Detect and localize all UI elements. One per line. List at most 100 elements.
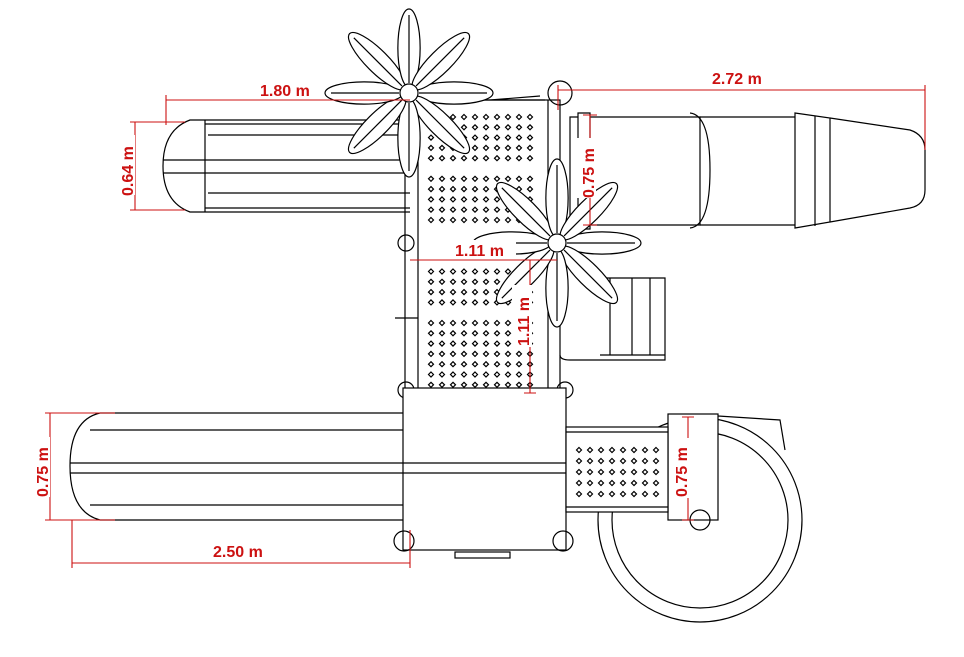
perforation-dot [449, 350, 457, 358]
perforation-dot [460, 350, 468, 358]
perforation-dot [460, 278, 468, 286]
perforation-dot [493, 216, 501, 224]
perforation-dot [504, 134, 512, 141]
perforation-dot [427, 134, 435, 141]
perforation-dot [619, 468, 627, 476]
perforation-dot [438, 175, 446, 183]
perforation-dot [575, 457, 583, 465]
perforation-dot [460, 113, 468, 121]
perforation-dot [460, 288, 468, 296]
perforation-dot [460, 371, 468, 378]
dim-bottom-slide-width: 0.75 m [35, 447, 52, 497]
perforation-dot [515, 144, 523, 152]
bridge-perforation [575, 446, 660, 498]
perforation-dot [482, 299, 490, 306]
perforation-dot [608, 490, 616, 498]
perforation-dot [449, 185, 457, 193]
perforation-dot [438, 329, 446, 337]
perforation-dot [427, 299, 435, 306]
perforation-dot [652, 457, 660, 465]
perforation-dot [641, 457, 649, 465]
perforation-dot [482, 360, 490, 368]
perforation-dot [482, 329, 490, 337]
perforation-dot [608, 446, 616, 454]
perforation-dot [460, 340, 468, 347]
dim-top-slide-length: 1.80 m [260, 83, 310, 100]
petal-vein [353, 99, 403, 149]
petal-vein [563, 187, 613, 237]
perforation-dot [630, 446, 638, 454]
perforation-dot [493, 144, 501, 152]
perforation-dot [449, 216, 457, 224]
perforation-dot [652, 468, 660, 476]
perforation-dot [493, 196, 501, 203]
perforation-dot [438, 340, 446, 347]
bottom-left-slide [69, 412, 403, 521]
perforation-dot [449, 340, 457, 347]
perforation-dot [471, 123, 479, 131]
perforation-dot [504, 144, 512, 152]
petal-vein [353, 37, 403, 87]
lower-platform [393, 387, 574, 559]
perforation-dot [493, 175, 501, 183]
tube-slide [569, 112, 926, 230]
perforation-dot [504, 154, 512, 162]
perforation-dot [526, 185, 534, 193]
perforation-dot [427, 196, 435, 203]
perforation-dot [597, 457, 605, 465]
dim-top-slide-width: 0.64 m [120, 146, 137, 196]
perforation-dot [482, 371, 490, 378]
perforation-dot [460, 196, 468, 203]
perforation-dot [427, 278, 435, 286]
perforation-dot [427, 360, 435, 368]
perforation-dot [460, 268, 468, 275]
dimension-labels: 1.80 m 0.64 m 2.72 m 0.75 m 1.11 m 1.11 … [30, 71, 762, 561]
bridge [565, 426, 669, 513]
perforation-dot [471, 381, 479, 389]
perforation-dot [586, 479, 594, 487]
perforation-dot [438, 144, 446, 152]
perforation-dot [471, 175, 479, 183]
petal-vein [563, 249, 613, 299]
perforation-dot [515, 134, 523, 141]
perforation-dot [471, 185, 479, 193]
perforation-dot [504, 175, 512, 183]
perforation-dot [460, 329, 468, 337]
perforation-dot [493, 113, 501, 121]
perforation-dot [427, 340, 435, 347]
perforation-dot [471, 206, 479, 214]
perforation-dot [641, 490, 649, 498]
perforation-dot [515, 381, 523, 389]
perforation-dot [471, 278, 479, 286]
perforation-dot [449, 381, 457, 389]
perforation-dot [493, 371, 501, 378]
perforation-dot [460, 381, 468, 389]
perforation-dot [438, 350, 446, 358]
perforation-dot [515, 154, 523, 162]
perforation-dot [493, 123, 501, 131]
perforation-dot [427, 350, 435, 358]
dim-bridge-width: 0.75 m [674, 447, 691, 497]
perforation-dot [597, 446, 605, 454]
perforation-dot [482, 144, 490, 152]
perforation-dot [493, 360, 501, 368]
perforation-dot [597, 479, 605, 487]
perforation-dot [460, 360, 468, 368]
perforation-dot [471, 371, 479, 378]
perforation-dot [471, 319, 479, 327]
perforation-dot [471, 340, 479, 347]
perforation-dot [471, 299, 479, 306]
perforation-dot [449, 329, 457, 337]
perforation-dot [427, 381, 435, 389]
perforation-dot [619, 490, 627, 498]
perforation-dot [493, 134, 501, 141]
perforation-dot [438, 360, 446, 368]
perforation-dot [471, 288, 479, 296]
perforation-dot [438, 268, 446, 275]
perforation-dot [427, 144, 435, 152]
perforation-dot [427, 154, 435, 162]
dim-tube-slide-length: 2.72 m [712, 71, 762, 88]
perforation-dot [504, 319, 512, 327]
